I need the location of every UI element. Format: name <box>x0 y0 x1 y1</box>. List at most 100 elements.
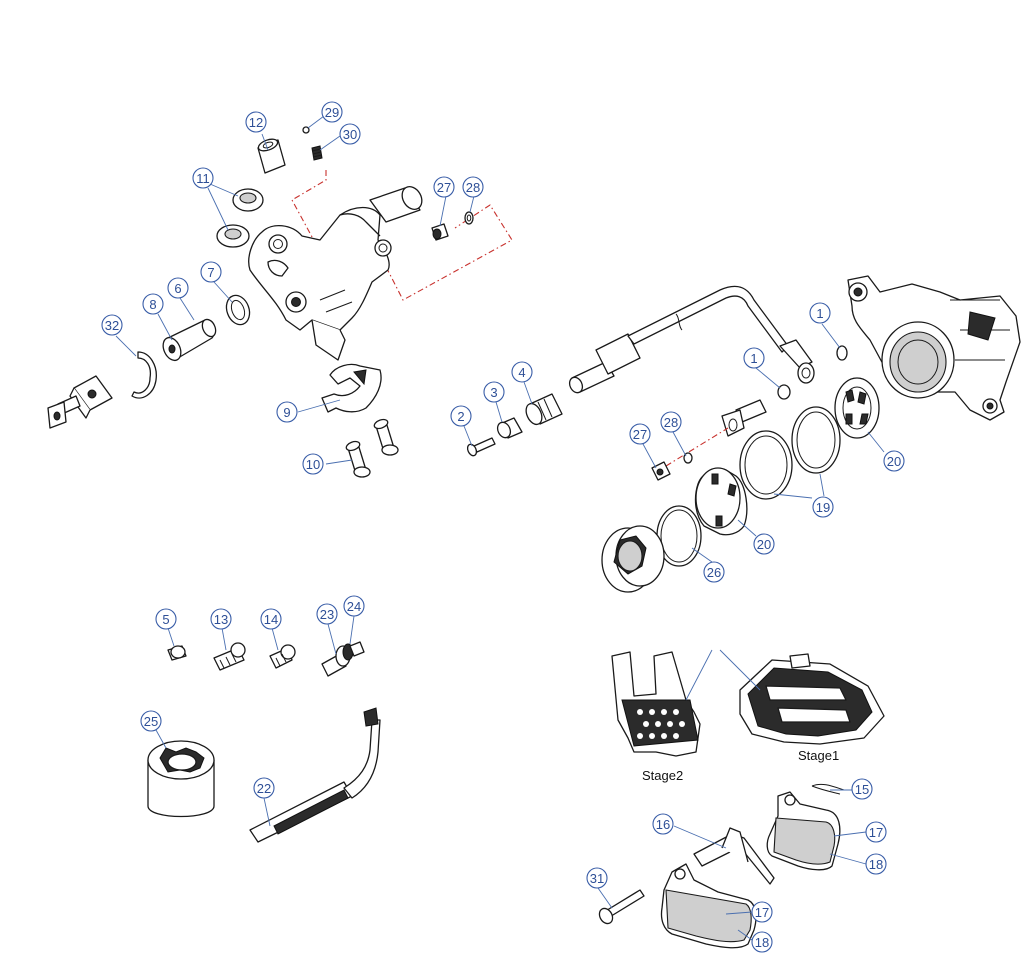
stage1-spring <box>739 653 885 745</box>
part-25-socket <box>147 740 215 818</box>
callout-c27a: 27 <box>433 176 455 198</box>
callout-c1b: 1 <box>743 347 765 369</box>
part-27-bleed-screw-upper <box>431 223 449 241</box>
callout-c14: 14 <box>260 608 282 630</box>
callout-c12: 12 <box>245 111 267 133</box>
banjo-bolt <box>721 399 767 437</box>
callout-c17b: 17 <box>751 901 773 923</box>
callout-circle <box>865 821 887 843</box>
part-31-pad-pin <box>598 889 645 925</box>
callout-number: 7 <box>207 265 214 280</box>
callout-number: 18 <box>869 857 883 872</box>
callout-circle <box>660 411 682 433</box>
callout-number: 20 <box>887 454 901 469</box>
callout-number: 22 <box>257 781 271 796</box>
callout-c23: 23 <box>316 603 338 625</box>
callout-circle <box>450 405 472 427</box>
callout-circle <box>253 777 275 799</box>
part-14-bolt <box>269 644 296 669</box>
part-19-seals <box>739 406 841 500</box>
callout-number: 13 <box>214 612 228 627</box>
callout-circle <box>200 261 222 283</box>
callout-circle <box>812 496 834 518</box>
callout-number: 32 <box>105 318 119 333</box>
leader-lines <box>115 115 885 941</box>
callout-circle <box>751 931 773 953</box>
brake-pad-upper <box>766 791 841 871</box>
part-2-hose-bolt <box>466 437 496 457</box>
callout-circle <box>511 361 533 383</box>
callout-circle <box>101 314 123 336</box>
callout-c5: 5 <box>155 608 177 630</box>
callout-c28a: 28 <box>462 176 484 198</box>
part-16-pad-spring <box>693 827 775 885</box>
callout-c27b: 27 <box>629 423 651 445</box>
callout-number: 15 <box>855 782 869 797</box>
part-4-compression-nut <box>525 393 563 426</box>
callout-circle <box>483 381 505 403</box>
callout-circle <box>883 450 905 472</box>
stage2-caption: Stage2 <box>642 768 684 783</box>
callout-circle <box>142 293 164 315</box>
part-28-washer-upper <box>464 211 474 225</box>
callout-circle <box>140 710 162 732</box>
callout-number: 14 <box>264 612 278 627</box>
callout-number: 27 <box>437 180 451 195</box>
callout-number: 4 <box>518 365 525 380</box>
part-30-spring <box>311 145 323 161</box>
assembly-guide-lines <box>291 170 513 301</box>
callout-circle <box>260 608 282 630</box>
part-20-piston-upper <box>834 377 880 439</box>
part-27-bleed-screw-lower <box>651 461 671 481</box>
callout-circle <box>343 595 365 617</box>
callout-number: 12 <box>249 115 263 130</box>
callout-circle <box>743 347 765 369</box>
callout-c30: 30 <box>339 123 361 145</box>
callout-circle <box>433 176 455 198</box>
callout-circle <box>192 167 214 189</box>
callout-c3: 3 <box>483 381 505 403</box>
callout-c13: 13 <box>210 608 232 630</box>
callout-c17a: 17 <box>865 821 887 843</box>
callout-circle <box>245 111 267 133</box>
callout-c20b: 20 <box>753 533 775 555</box>
part-1-washer-a <box>836 345 848 361</box>
part-12-sleeve <box>257 138 286 174</box>
brake-pad-lower <box>660 863 757 949</box>
callout-number: 1 <box>816 306 823 321</box>
callout-number: 29 <box>325 105 339 120</box>
callout-c32: 32 <box>101 314 123 336</box>
callout-circle <box>586 867 608 889</box>
callout-number: 20 <box>757 537 771 552</box>
callout-number: 25 <box>144 714 158 729</box>
part-5-bolt <box>167 645 187 661</box>
part-9-blade-clip <box>321 363 382 413</box>
callout-circle <box>321 101 343 123</box>
callout-number: 3 <box>490 385 497 400</box>
part-11-washers <box>216 188 264 248</box>
callout-number: 23 <box>320 607 334 622</box>
callout-c20a: 20 <box>883 450 905 472</box>
callout-number: 5 <box>162 612 169 627</box>
part-32-circlip <box>131 351 157 399</box>
callout-number: 17 <box>869 825 883 840</box>
callout-circle <box>703 561 725 583</box>
callout-c2: 2 <box>450 405 472 427</box>
stage1-caption: Stage1 <box>798 748 840 763</box>
callout-c31: 31 <box>586 867 608 889</box>
callout-circle <box>167 277 189 299</box>
callout-c29: 29 <box>321 101 343 123</box>
callout-c19: 19 <box>812 496 834 518</box>
callout-c28b: 28 <box>660 411 682 433</box>
callout-c6: 6 <box>167 277 189 299</box>
callout-c10: 10 <box>302 453 324 475</box>
callout-number: 8 <box>149 297 156 312</box>
part-23-24-adjuster <box>321 641 365 677</box>
part-29-ball <box>302 126 310 134</box>
callout-c9: 9 <box>276 401 298 423</box>
hydraulic-hose <box>568 285 815 394</box>
callout-c1a: 1 <box>809 302 831 324</box>
callout-c8: 8 <box>142 293 164 315</box>
callout-number: 17 <box>755 905 769 920</box>
